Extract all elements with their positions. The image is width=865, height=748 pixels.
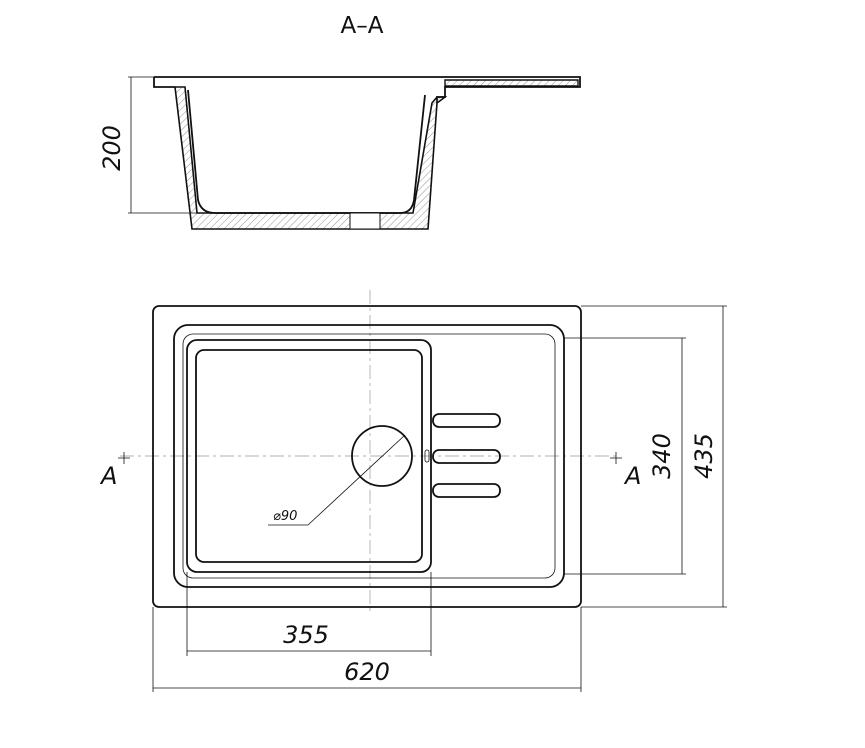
section-bowl-inner (187, 89, 426, 214)
dim-overall-length-label: 435 (690, 433, 718, 479)
section-deck (444, 79, 579, 87)
sink-drainboard-outline (173, 324, 565, 588)
drainboard-rib-1 (432, 413, 501, 428)
dim-drain-leader (307, 434, 406, 526)
drain-hole (351, 425, 413, 487)
dim-bowl-width-label: 355 (283, 621, 329, 649)
cut-marker-left: A (99, 462, 117, 490)
plan-view: ⌀90 A A 355 620 340 435 (99, 290, 727, 692)
sink-outer-outline (152, 305, 582, 608)
sink-drainboard-inner (182, 333, 556, 579)
dim-bowl-length-label: 340 (648, 433, 676, 479)
section-rim-left (153, 77, 175, 88)
section-drain-gap (349, 212, 381, 230)
sink-bowl-outline (186, 339, 432, 573)
cut-marker-right: A (623, 462, 641, 490)
sink-bowl-inner (195, 349, 423, 563)
section-view: A–A 200 (98, 13, 581, 230)
dim-drain-label: ⌀90 (273, 509, 297, 524)
overflow-slot (424, 449, 430, 463)
dim-depth-label: 200 (98, 125, 126, 171)
drainboard-rib-3 (432, 483, 501, 498)
drainboard-rib-2 (432, 449, 501, 464)
section-wall (174, 86, 448, 230)
section-title: A–A (341, 13, 384, 39)
cut-marker-right-tick (610, 452, 622, 464)
dim-overall-width-label: 620 (344, 658, 390, 686)
cut-marker-left-tick (118, 452, 130, 464)
